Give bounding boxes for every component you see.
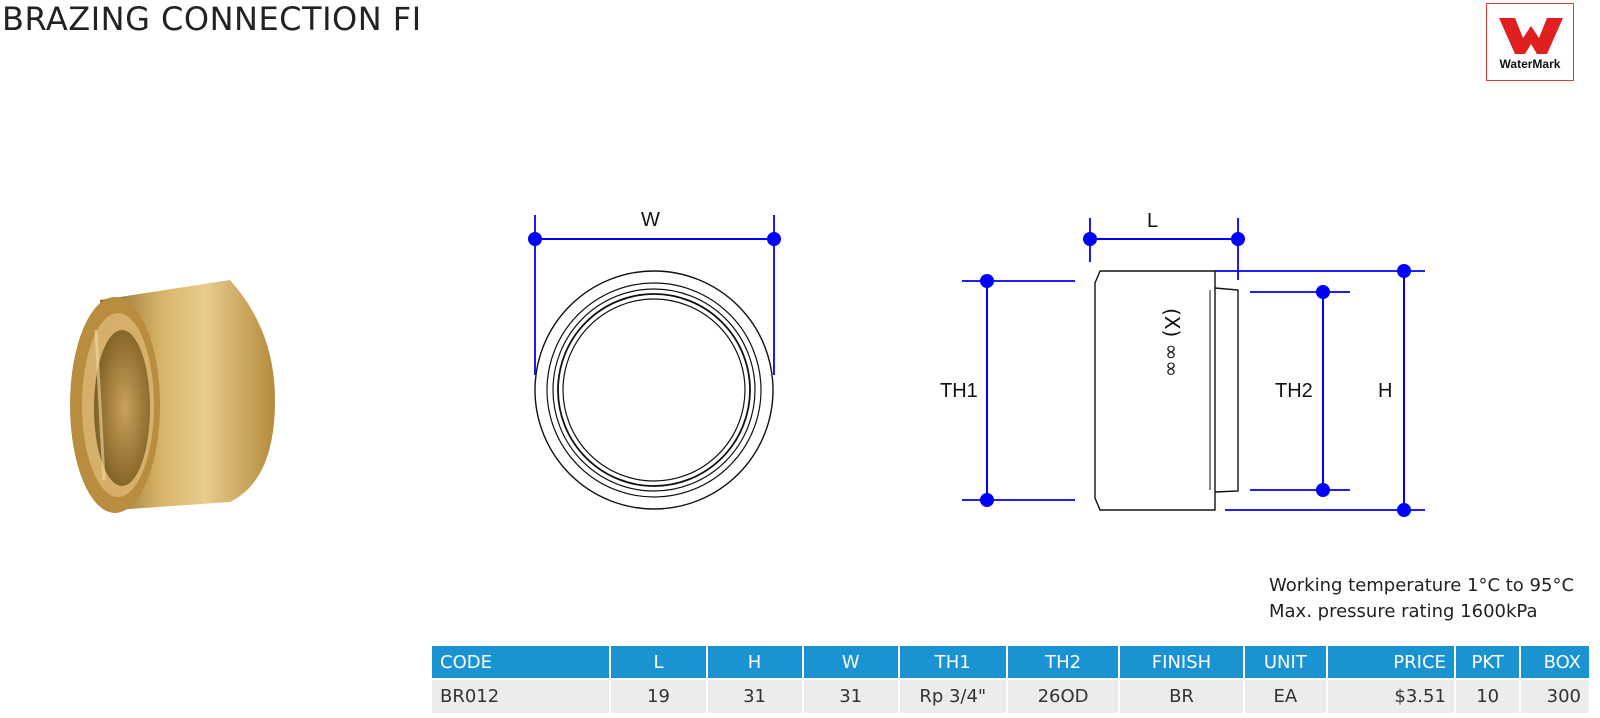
cell-unit: EA xyxy=(1244,680,1326,713)
col-header-code: CODE xyxy=(432,646,610,680)
working-temperature: Working temperature 1°C to 95°C xyxy=(1269,575,1575,596)
part-marking: (X) ∞∞ xyxy=(1160,308,1184,377)
side-view xyxy=(1094,270,1239,511)
col-header-th2: TH2 xyxy=(1007,646,1119,680)
length-label: L xyxy=(1147,210,1158,232)
col-header-price: PRICE xyxy=(1327,646,1454,680)
cell-th1: Rp 3/4" xyxy=(899,680,1006,713)
max-pressure: Max. pressure rating 1600kPa xyxy=(1269,601,1538,622)
width-dimension xyxy=(528,215,781,375)
cell-l: 19 xyxy=(611,680,706,713)
col-header-box: BOX xyxy=(1521,646,1589,680)
th2-dimension xyxy=(1250,285,1350,497)
col-header-pkt: PKT xyxy=(1455,646,1520,680)
cell-pkt: 10 xyxy=(1455,680,1520,713)
th2-label: TH2 xyxy=(1275,380,1313,402)
col-header-th1: TH1 xyxy=(899,646,1006,680)
height-label: H xyxy=(1378,380,1392,402)
watermark-logo: WaterMark xyxy=(1486,3,1574,81)
cell-box: 300 xyxy=(1521,680,1589,713)
length-dimension xyxy=(1083,218,1245,280)
cell-w: 31 xyxy=(803,680,898,713)
specifications: Working temperature 1°C to 95°C Max. pre… xyxy=(1269,573,1574,625)
table-row: BR012 19 31 31 Rp 3/4" 26OD BR EA $3.51 … xyxy=(432,680,1589,713)
cell-h: 31 xyxy=(707,680,802,713)
logo-text: WaterMark xyxy=(1499,57,1561,71)
table-header-row: CODE L H W TH1 TH2 FINISH UNIT PRICE PKT… xyxy=(432,646,1589,680)
col-header-finish: FINISH xyxy=(1120,646,1243,680)
watermark-w-icon xyxy=(1499,18,1563,54)
height-dimension xyxy=(1215,264,1425,517)
front-view xyxy=(534,270,774,510)
col-header-h: H xyxy=(707,646,802,680)
col-header-l: L xyxy=(611,646,706,680)
product-photo xyxy=(70,280,275,513)
product-table: CODE L H W TH1 TH2 FINISH UNIT PRICE PKT… xyxy=(430,646,1591,713)
cell-finish: BR xyxy=(1120,680,1243,713)
th1-dimension xyxy=(962,274,1075,507)
col-header-w: W xyxy=(803,646,898,680)
cell-price: $3.51 xyxy=(1327,680,1454,713)
th1-label: TH1 xyxy=(940,380,978,402)
cell-th2: 26OD xyxy=(1007,680,1119,713)
width-label: W xyxy=(641,209,660,231)
cell-code: BR012 xyxy=(432,680,610,713)
col-header-unit: UNIT xyxy=(1244,646,1326,680)
page-title: BRAZING CONNECTION FI xyxy=(2,0,422,38)
